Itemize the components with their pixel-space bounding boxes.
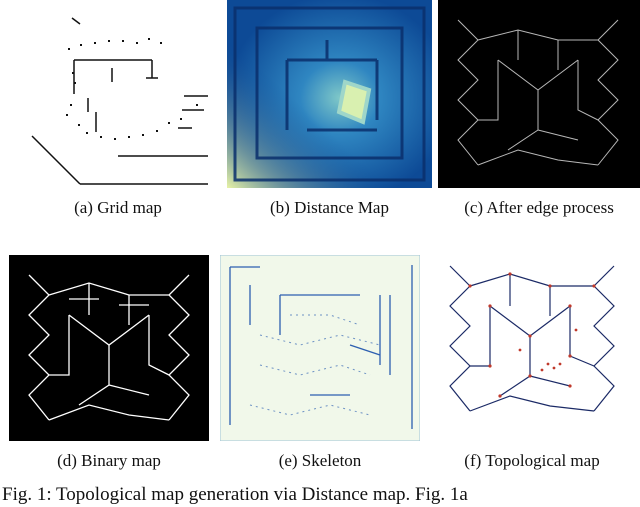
- caption-distance-map: (b) Distance Map: [270, 198, 389, 217]
- distance-map-image: [227, 0, 432, 188]
- skeleton-image: [220, 255, 420, 441]
- caption-binary-map: (d) Binary map: [57, 451, 161, 470]
- caption-topological-map: (f) Topological map: [464, 451, 600, 470]
- caption-after-edge-process: (c) After edge process: [464, 198, 614, 217]
- topological-map-image: [430, 246, 634, 438]
- figure-caption: Fig. 1: Topological map generation via D…: [2, 484, 468, 505]
- edge-process-image: [438, 0, 640, 188]
- binary-map-image: [9, 255, 209, 441]
- caption-skeleton: (e) Skeleton: [278, 451, 362, 470]
- grid-map-image: [28, 8, 208, 186]
- caption-grid-map: (a) Grid map: [74, 198, 162, 217]
